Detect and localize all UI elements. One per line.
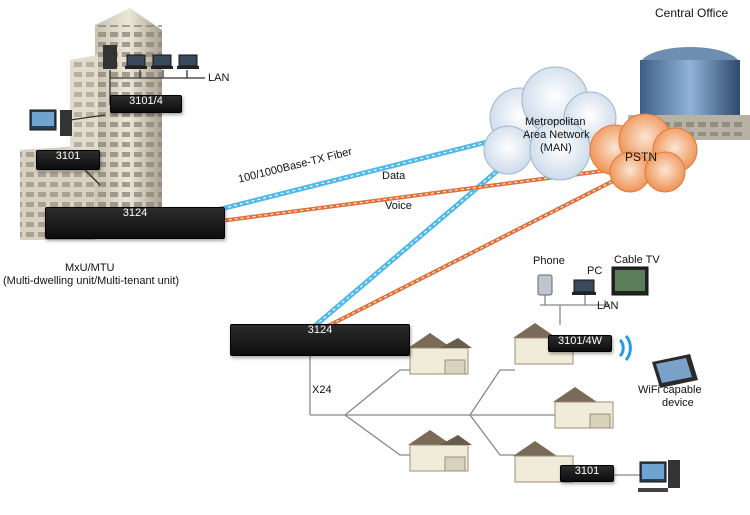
x24-label: X24 bbox=[312, 384, 332, 396]
man-label-line1: Metropolitan bbox=[525, 116, 586, 128]
man-cloud bbox=[483, 66, 617, 181]
voice-label: Voice bbox=[385, 200, 412, 212]
mxu-label: MxU/MTU bbox=[65, 262, 115, 274]
phone-device bbox=[537, 274, 553, 296]
pc-device bbox=[572, 279, 596, 295]
wifi-device-label: WiFi capable bbox=[638, 384, 702, 396]
phone-label: Phone bbox=[533, 255, 565, 267]
switch-3124-mtu: 3124 bbox=[45, 207, 225, 239]
pc-label: PC bbox=[587, 265, 603, 277]
lan-bottom-label: LAN bbox=[597, 300, 619, 312]
house bbox=[408, 430, 472, 472]
lan-top-lines bbox=[69, 70, 205, 186]
wifi-signal-icon bbox=[618, 334, 632, 362]
router-3101-4: 3101/4 bbox=[110, 95, 182, 113]
device-label: 3101/4 bbox=[129, 95, 163, 107]
man-label-line2: Area Network bbox=[523, 129, 590, 141]
pstn-cloud bbox=[589, 113, 698, 193]
lan-top-label: LAN bbox=[208, 72, 230, 84]
wifi-tablet-device bbox=[652, 354, 698, 388]
wifi-device-sublabel: device bbox=[662, 397, 694, 409]
device-label: 3101/4W bbox=[557, 335, 603, 347]
fiber-links bbox=[204, 137, 512, 332]
switch-3124-field: 3124 bbox=[230, 324, 410, 356]
central-office-label: Central Office bbox=[655, 6, 729, 20]
data-label: Data bbox=[382, 170, 406, 182]
bottom-pc-device bbox=[638, 460, 680, 492]
house bbox=[553, 387, 614, 429]
x24-distribution-lines bbox=[309, 295, 640, 476]
modem-3101-right: 3101 bbox=[560, 465, 614, 482]
router-3101-4w: 3101/4W bbox=[548, 335, 612, 352]
cable-tv-device bbox=[611, 266, 649, 296]
man-label-line3: (MAN) bbox=[540, 142, 572, 154]
voice-links bbox=[204, 168, 616, 332]
house bbox=[408, 333, 472, 375]
top-lan-computers bbox=[29, 45, 199, 136]
device-label: 3124 bbox=[122, 207, 148, 219]
device-label: 3101 bbox=[55, 150, 81, 162]
modem-3101-left: 3101 bbox=[36, 150, 100, 170]
device-label: 3124 bbox=[307, 324, 333, 336]
device-label: 3101 bbox=[574, 465, 600, 477]
pstn-label: PSTN bbox=[625, 150, 658, 164]
mxu-sublabel: (Multi-dwelling unit/Multi-tenant unit) bbox=[3, 275, 180, 287]
cable-tv-label: Cable TV bbox=[614, 254, 660, 266]
